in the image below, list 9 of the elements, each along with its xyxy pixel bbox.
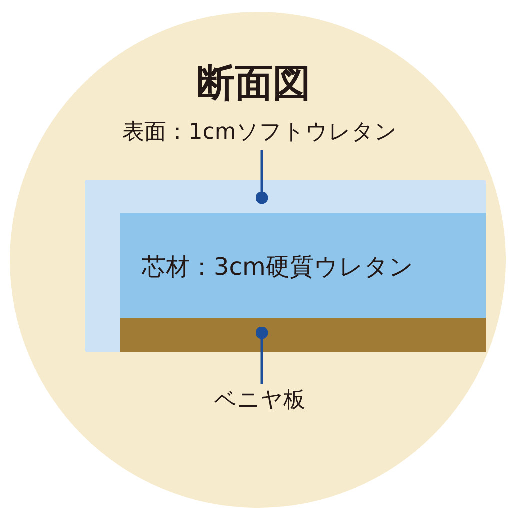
diagram-title: 断面図 xyxy=(196,60,312,107)
part-label: 表面：1cmソフトウレタン xyxy=(90,116,430,150)
leader-line xyxy=(256,150,268,204)
part-label: ベニヤ板 xyxy=(190,384,330,418)
plywood-layer xyxy=(120,318,486,352)
core-layer xyxy=(120,213,486,318)
layer-label: 芯材：3cm硬質ウレタン xyxy=(142,252,414,283)
surface-layer xyxy=(85,180,486,352)
leader-line xyxy=(256,326,268,384)
